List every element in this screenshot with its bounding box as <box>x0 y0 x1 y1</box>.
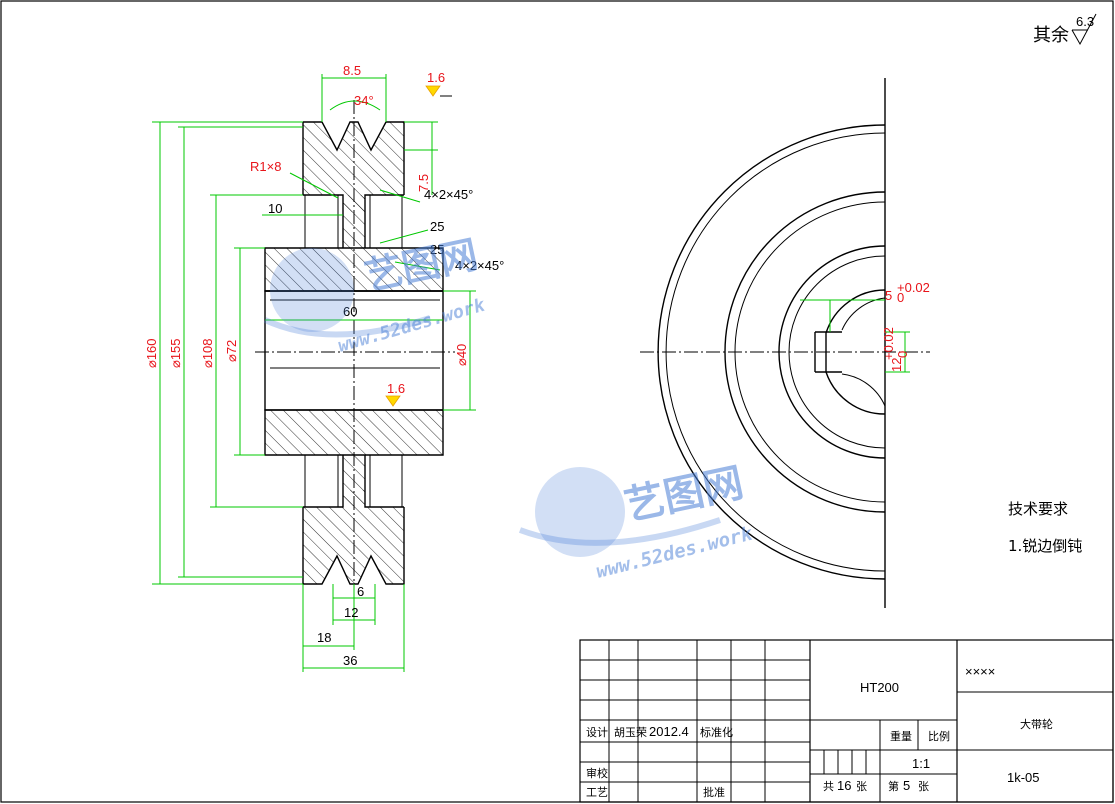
tb-company: ×××× <box>965 664 995 679</box>
dim-keyway-width-tol: +0.02 <box>897 280 930 295</box>
dim-hub-length: 60 <box>343 304 357 319</box>
dim-groove-pitch: 8.5 <box>343 63 361 78</box>
section-view: 8.5 34° 1.6 R1×8 7.5 4×2×45° 10 25 25 4×… <box>144 63 504 672</box>
tb-scale-label: 比例 <box>928 729 950 743</box>
tb-process-label: 工艺 <box>586 786 608 799</box>
dim-rough-web-1: 25 <box>430 219 444 234</box>
dim-fillet: R1×8 <box>250 159 281 174</box>
tb-approve-label: 批准 <box>703 785 725 799</box>
dim-chamfer-hub: 4×2×45° <box>455 258 504 273</box>
tb-designer-label: 设计 <box>586 726 608 739</box>
tb-total-unit: 张 <box>856 780 867 793</box>
tb-sheet-unit: 张 <box>918 780 929 793</box>
technical-requirements: 技术要求 1.锐边倒钝 <box>1008 500 1082 555</box>
dim-keyway-width-tol-low: 0 <box>897 290 904 305</box>
tb-sheet-label: 第 <box>888 779 899 793</box>
dim-bore-dia: ⌀40 <box>454 344 469 366</box>
tb-total-label: 共 <box>823 780 834 793</box>
dim-dia-160: ⌀160 <box>144 338 159 368</box>
dim-bottom-12: 12 <box>344 605 358 620</box>
dim-groove-angle: 34° <box>354 93 374 108</box>
tb-part-name: 大带轮 <box>1020 717 1053 731</box>
tb-scale: 1:1 <box>912 756 930 771</box>
dim-chamfer-top: 4×2×45° <box>424 187 473 202</box>
tb-sheet: 5 <box>903 778 910 793</box>
watermark-brand-2: 艺图网 <box>621 460 748 530</box>
dim-keyway-depth-tol: +0.02 <box>881 327 896 360</box>
roughness-bore-icon <box>385 395 401 407</box>
side-view: 5 +0.02 0 12 +0.02 0 <box>640 78 930 608</box>
tb-total: 16 <box>837 778 851 793</box>
dim-dia-155: ⌀155 <box>168 338 183 368</box>
tech-req-item-1: 1.锐边倒钝 <box>1008 537 1082 555</box>
tb-date: 2012.4 <box>649 724 689 739</box>
dim-bottom-6: 6 <box>357 584 364 599</box>
tech-req-title: 技术要求 <box>1008 500 1068 518</box>
tb-review-label: 审校 <box>586 766 608 780</box>
tb-standard-label: 标准化 <box>700 725 733 739</box>
dim-roughness-groove: 1.6 <box>427 70 445 85</box>
dim-dia-108: ⌀108 <box>200 338 215 368</box>
dim-roughness-bore: 1.6 <box>387 381 405 396</box>
dim-dia-72: ⌀72 <box>224 340 239 362</box>
dim-rough-web-2: 25 <box>430 242 444 257</box>
dim-bottom-36: 36 <box>343 653 357 668</box>
corner-note-text: 其余 <box>1033 25 1069 46</box>
tb-weight-label: 重量 <box>890 729 912 743</box>
title-block: HT200 ×××× 大带轮 1k-05 设计 胡玉荣 2012.4 标准化 审… <box>579 639 1114 803</box>
corner-roughness-note: 其余 6.3 <box>1033 13 1097 46</box>
dim-groove-depth: 7.5 <box>416 174 431 192</box>
corner-roughness-value: 6.3 <box>1076 14 1094 29</box>
tb-material: HT200 <box>860 680 899 695</box>
dim-web-width: 10 <box>268 201 282 216</box>
dimension-lines <box>152 74 476 672</box>
roughness-groove-icon <box>425 85 452 97</box>
dim-keyway-depth-tol-low: 0 <box>895 351 910 358</box>
watermark-2: 艺图网 www.52des.work <box>518 460 756 583</box>
dim-bottom-18: 18 <box>317 630 331 645</box>
tb-drawing-no: 1k-05 <box>1007 770 1040 785</box>
tb-designer: 胡玉荣 <box>614 725 647 739</box>
roughness-symbol-icon <box>1071 13 1097 46</box>
dim-keyway-width: 5 <box>885 288 892 303</box>
dim-keyway-depth: 12 <box>889 358 904 372</box>
